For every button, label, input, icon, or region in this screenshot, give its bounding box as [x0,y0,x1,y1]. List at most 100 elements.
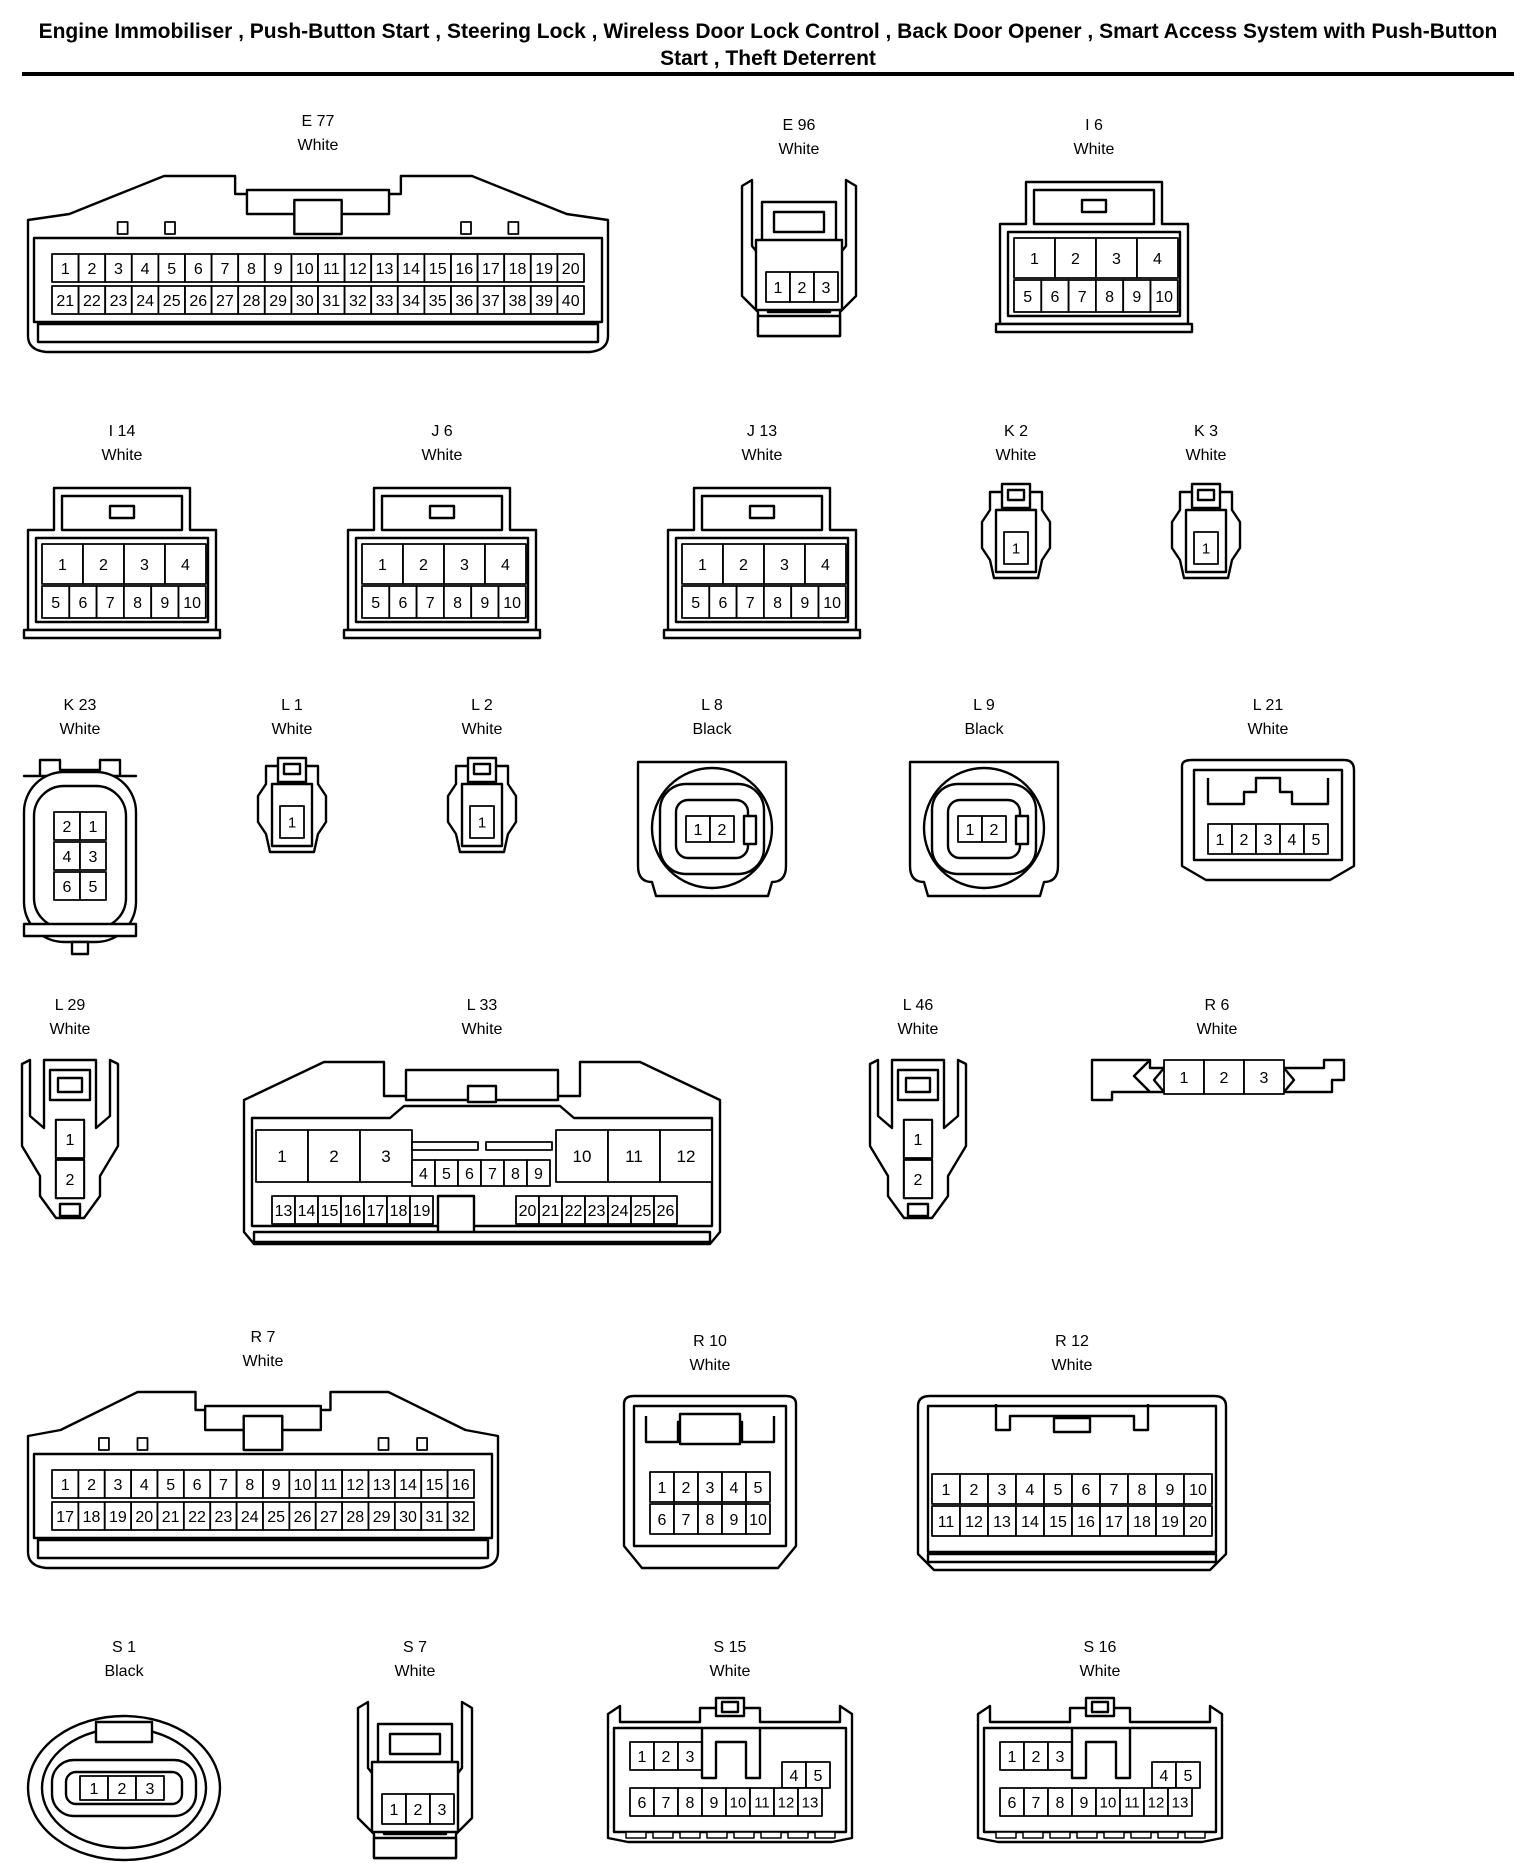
connector-color: White [710,1663,751,1680]
pin-number: 22 [188,1509,206,1526]
pin-number: 10 [296,261,314,278]
pin-number: 24 [241,1509,259,1526]
pin-number: 9 [710,1795,719,1812]
pin-number: 8 [245,1477,254,1494]
pin-number: 9 [480,595,489,612]
connector-color: Black [104,1663,144,1680]
pin-number: 5 [1023,289,1032,306]
pin-number: 18 [1133,1514,1151,1531]
pin-number: 3 [1112,251,1121,268]
connector-code: E 77 [302,113,335,130]
pin-number: 6 [398,595,407,612]
pin-number: 15 [1049,1514,1067,1531]
pin-number: 11 [938,1514,955,1531]
pin-number: 7 [219,1477,228,1494]
pin-number: 3 [460,557,469,574]
pin-number: 8 [247,261,256,278]
pin-number: 10 [823,595,841,612]
connector-code: S 15 [714,1639,747,1656]
pin-number: 13 [1172,1794,1189,1811]
pin-number: 10 [1155,289,1173,306]
pin-number: 8 [133,595,142,612]
connector-color: White [102,447,143,464]
connector-color: White [462,1021,503,1038]
pin-number: 19 [413,1203,431,1220]
pin-number: 25 [267,1509,285,1526]
pin-number: 5 [1312,832,1321,849]
pin-number: 1 [658,1480,667,1497]
pin-number: 6 [1008,1795,1017,1812]
pin-number: 9 [800,595,809,612]
pin-number: 6 [63,879,72,896]
pin-number: 10 [503,595,521,612]
pin-number: 2 [87,1477,96,1494]
connector-code: E 96 [783,117,816,134]
pin-number: 2 [66,1172,75,1189]
pin-number: 2 [682,1480,691,1497]
pin-number: 3 [438,1802,447,1819]
pin-number: 1 [390,1802,399,1819]
pin-number: 7 [488,1166,497,1183]
connector-code: K 2 [1004,423,1028,440]
connector-color: Black [692,721,732,738]
connector-color: White [1248,721,1289,738]
pin-number: 6 [193,1477,202,1494]
connector-code: L 2 [471,697,493,714]
connector-code: L 1 [281,697,303,714]
pin-number: 18 [83,1509,101,1526]
pin-number: 18 [509,261,527,278]
pin-number: 34 [402,293,420,310]
pin-number: 16 [452,1477,470,1494]
pin-number: 21 [542,1203,560,1220]
pin-number: 1 [378,557,387,574]
connector-color: White [1197,1021,1238,1038]
connector-code: K 3 [1194,423,1218,440]
pin-number: 8 [773,595,782,612]
pin-number: 2 [87,261,96,278]
pin-number: 24 [136,293,154,310]
connector-code: J 13 [747,423,777,440]
pin-number: 4 [1160,1768,1169,1785]
pin-number: 7 [662,1795,671,1812]
pin-number: 7 [1032,1795,1041,1812]
pin-number: 20 [135,1509,153,1526]
pin-number: 37 [482,293,500,310]
pin-number: 2 [99,557,108,574]
pin-number: 7 [426,595,435,612]
pin-number: 3 [686,1749,695,1766]
connector-color: White [50,1021,91,1038]
pin-number: 11 [323,261,340,278]
pin-number: 22 [565,1203,583,1220]
pin-number: 3 [822,280,831,297]
pin-number: 9 [272,1477,281,1494]
pin-number: 14 [402,261,420,278]
connector-code: R 7 [251,1329,276,1346]
pin-number: 2 [1240,832,1249,849]
pin-number: 9 [1080,1795,1089,1812]
connector-code: L 29 [55,997,86,1014]
pin-number: 29 [269,293,287,310]
pin-number: 4 [790,1768,799,1785]
pin-number: 7 [106,595,115,612]
connector-code: K 23 [64,697,97,714]
connector-code: L 46 [903,997,934,1014]
pin-number: 26 [189,293,207,310]
connector-color: White [742,447,783,464]
pin-number: 20 [519,1203,537,1220]
pin-number: 31 [322,293,340,310]
connector-code: I 14 [109,423,136,440]
connector-color: White [1186,447,1227,464]
pin-number: 9 [1132,289,1141,306]
pin-number: 26 [657,1203,675,1220]
pin-number: 9 [160,595,169,612]
connector-code: S 1 [112,1639,136,1656]
pin-number: 32 [452,1509,470,1526]
